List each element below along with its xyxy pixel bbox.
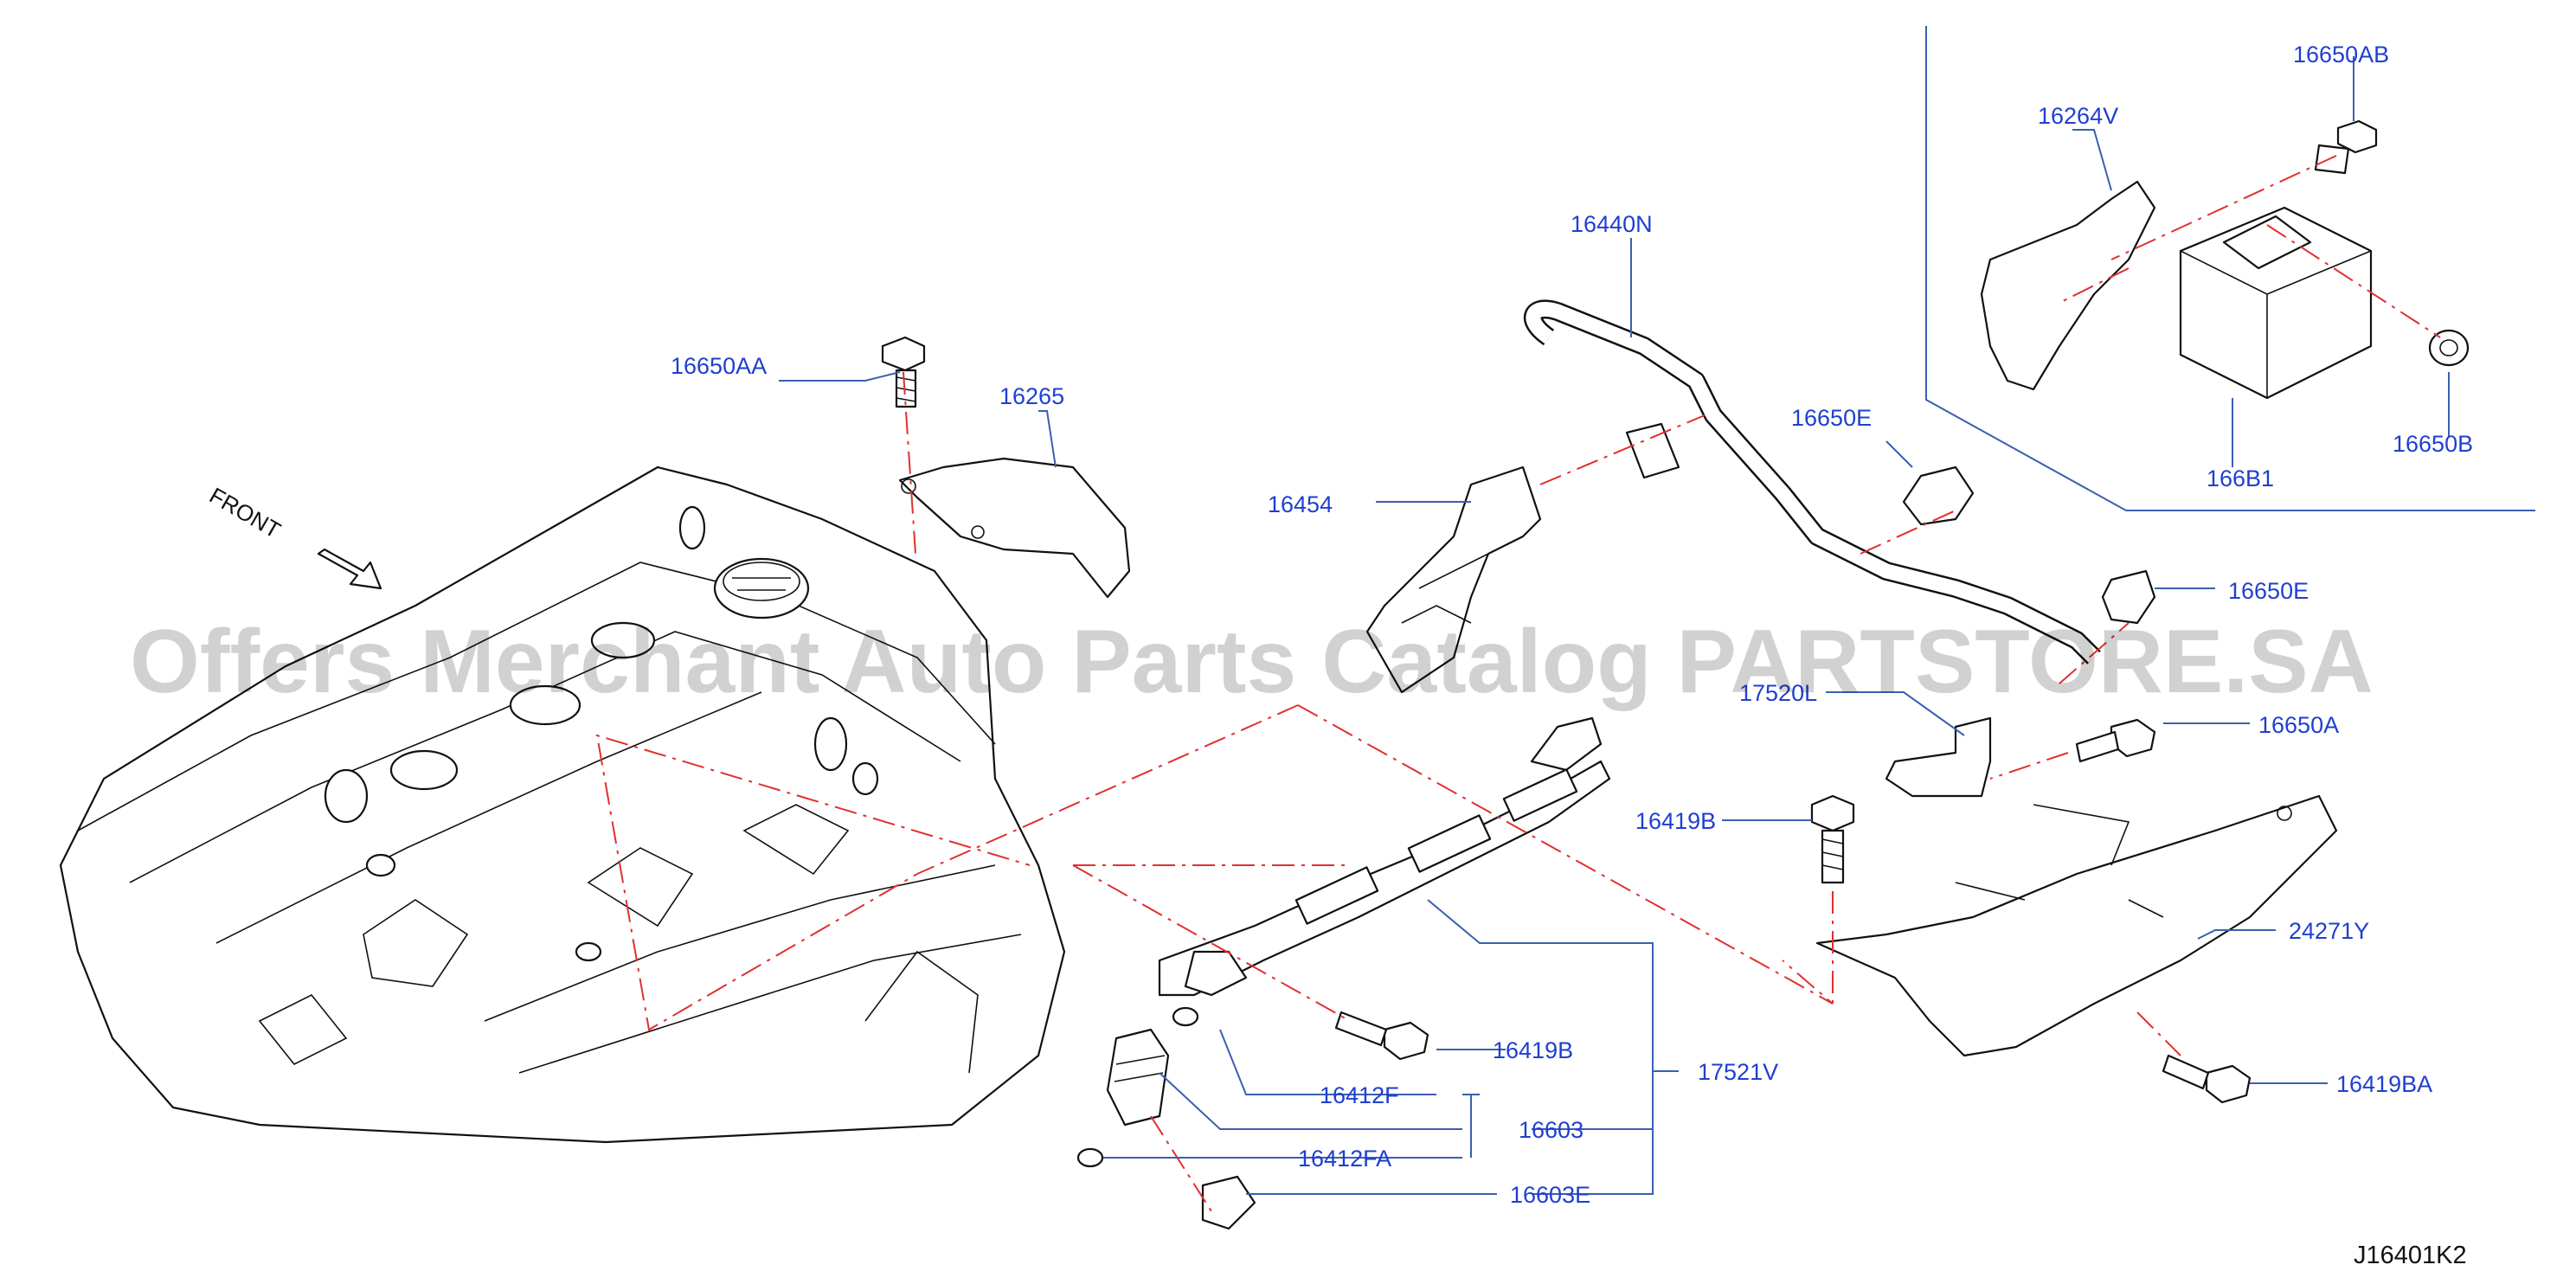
- bolt-16650AB: [2314, 119, 2378, 175]
- alignment-lines: [595, 155, 2441, 1212]
- part-labels: 16650AB 16264V 16440N 16650AA 16265 1665…: [671, 42, 2473, 1208]
- label-16440N[interactable]: 16440N: [1571, 211, 1653, 237]
- label-16650B[interactable]: 16650B: [2393, 431, 2473, 457]
- label-16650AB[interactable]: 16650AB: [2293, 42, 2389, 67]
- bracket-16264V: [1980, 180, 2156, 391]
- clip-16650E-top: [1902, 465, 1975, 526]
- label-16412F[interactable]: 16412F: [1320, 1082, 1399, 1108]
- bolt-16650A: [2075, 718, 2156, 763]
- label-16264V[interactable]: 16264V: [2038, 103, 2118, 129]
- label-17520L[interactable]: 17520L: [1739, 680, 1817, 706]
- seal-16412FA: [1076, 1147, 1104, 1168]
- label-16265[interactable]: 16265: [999, 383, 1064, 409]
- label-16412FA[interactable]: 16412FA: [1298, 1146, 1391, 1172]
- leader-lines: [779, 56, 2450, 1195]
- inset-frame: [1925, 26, 2535, 511]
- engine-cylinder-head: [59, 465, 1066, 1144]
- bracket-24271Y: [1815, 794, 2338, 1057]
- bolt-16650AA: [881, 336, 926, 408]
- label-16650A[interactable]: 16650A: [2258, 712, 2339, 738]
- label-16650AA[interactable]: 16650AA: [671, 353, 767, 379]
- module-166B1: [2179, 206, 2373, 400]
- label-16454[interactable]: 16454: [1268, 491, 1333, 517]
- hose-clip: [1625, 422, 1680, 479]
- label-16419BA[interactable]: 16419BA: [2336, 1071, 2432, 1097]
- label-16419B-top[interactable]: 16419B: [1635, 808, 1716, 834]
- front-arrow-icon: [317, 548, 382, 590]
- label-16650E-top[interactable]: 16650E: [1791, 405, 1872, 431]
- bracket-16265: [898, 457, 1131, 599]
- label-16603[interactable]: 16603: [1519, 1117, 1584, 1143]
- bracket-16454: [1365, 465, 1542, 694]
- clip-16603E: [1201, 1175, 1256, 1230]
- bracket-17520L: [1885, 716, 1992, 798]
- hose-16440N: [1526, 301, 2100, 664]
- label-17521V[interactable]: 17521V: [1698, 1059, 1778, 1085]
- bolt-16419BA: [2162, 1054, 2252, 1104]
- fuel-rail-17521V: [1158, 716, 1611, 997]
- nut-16650B: [2428, 329, 2470, 367]
- label-16650E-mid[interactable]: 16650E: [2228, 578, 2309, 604]
- bolt-16419B-top: [1810, 794, 1855, 884]
- watermark: Offers Merchant Auto Parts Catalog PARTS…: [130, 612, 2374, 712]
- seal-16412F: [1172, 1006, 1199, 1027]
- clip-16650E-mid: [2101, 569, 2156, 625]
- bolt-16419B-mid: [1334, 1011, 1429, 1061]
- front-label: FRONT: [205, 482, 286, 543]
- label-24271Y[interactable]: 24271Y: [2289, 918, 2369, 944]
- label-16603E[interactable]: 16603E: [1510, 1182, 1590, 1208]
- label-166B1[interactable]: 166B1: [2207, 465, 2274, 491]
- label-16419B-mid[interactable]: 16419B: [1493, 1037, 1573, 1063]
- diagram-code: J16401K2: [2354, 1242, 2467, 1269]
- injector-16603: [1106, 1028, 1170, 1127]
